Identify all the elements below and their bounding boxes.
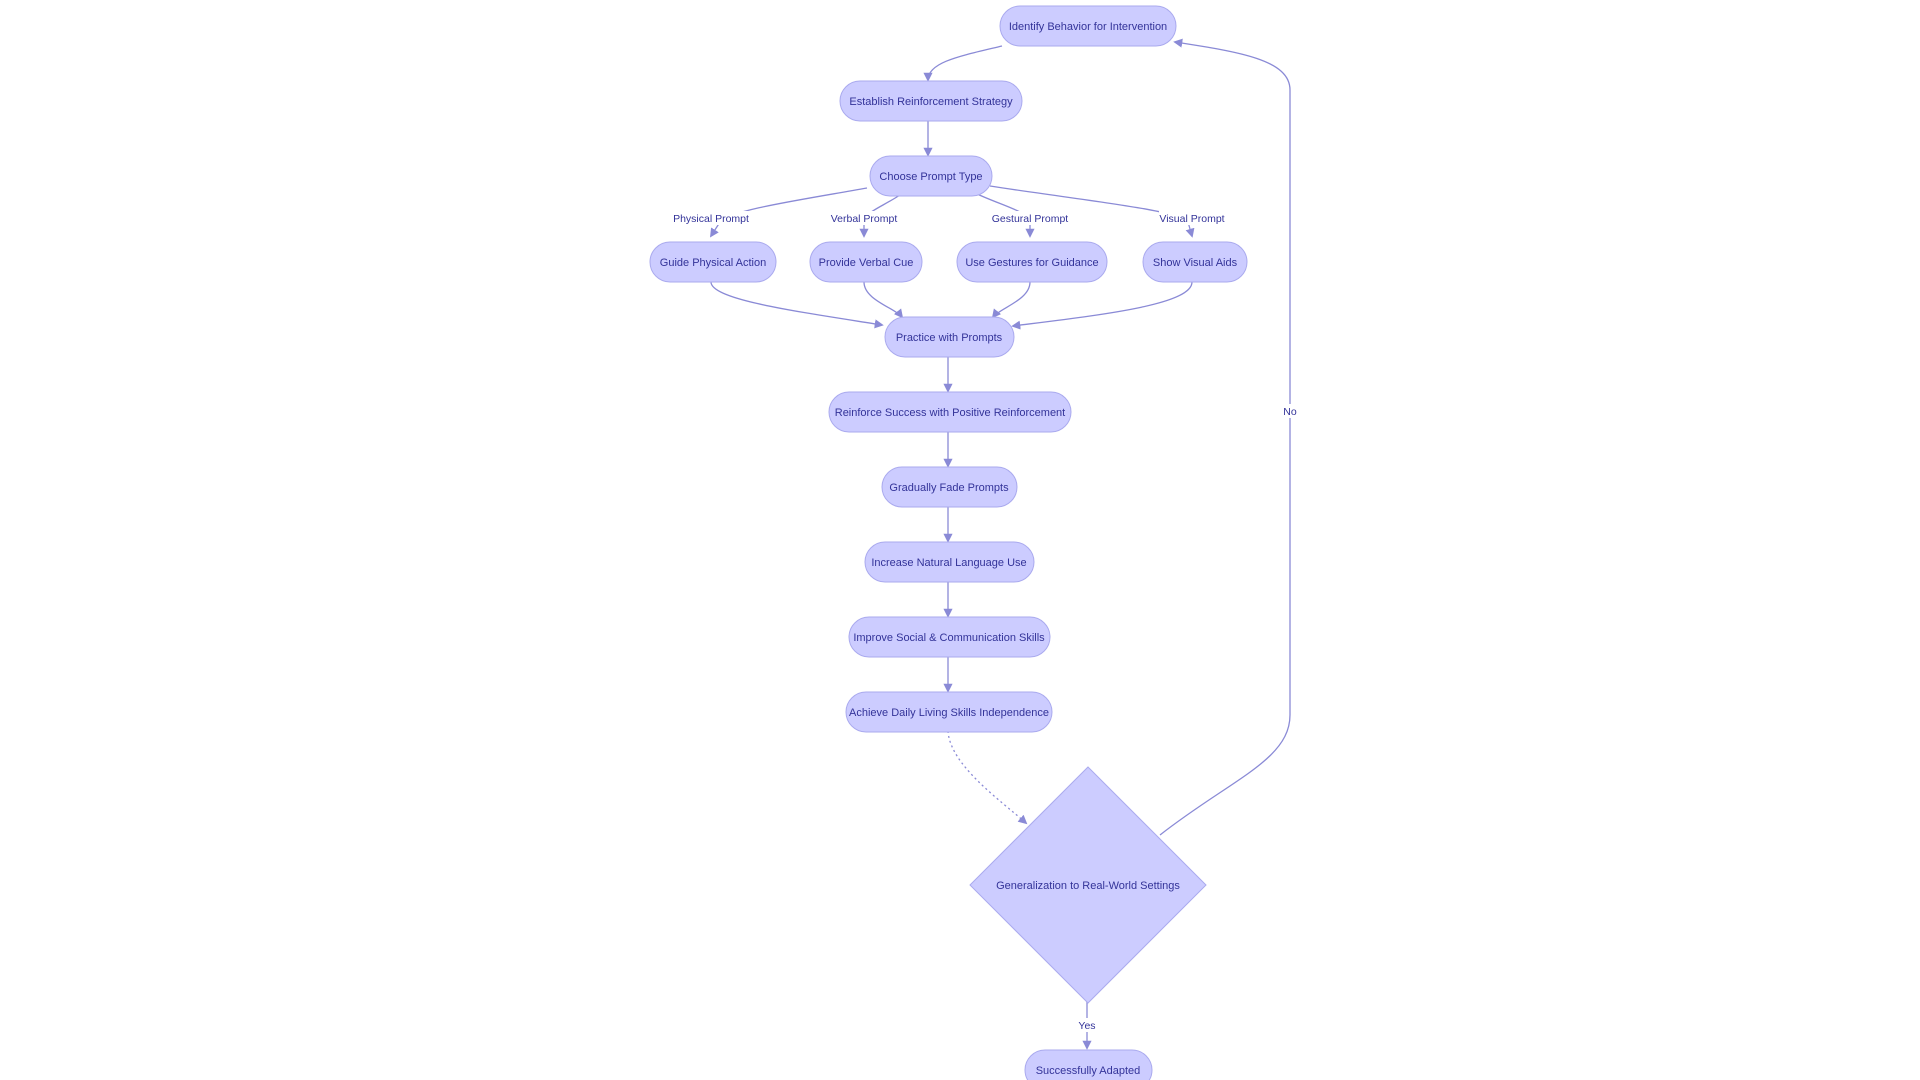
- node-reinforce[interactable]: Reinforce Success with Positive Reinforc…: [828, 391, 1072, 433]
- node-visual-label: Show Visual Aids: [1153, 257, 1238, 269]
- edge-identify-establish: [923, 45, 1003, 82]
- node-establish-label: Establish Reinforcement Strategy: [849, 96, 1013, 108]
- node-fade[interactable]: Gradually Fade Prompts: [881, 466, 1018, 508]
- edge-label-yes: Yes: [1078, 1020, 1095, 1032]
- edge-generalization-identify-no: [1159, 38, 1291, 836]
- node-practice[interactable]: Practice with Prompts: [884, 316, 1015, 358]
- node-physical-label: Guide Physical Action: [660, 257, 766, 269]
- node-gestural-label: Use Gestures for Guidance: [965, 257, 1098, 269]
- node-success-label: Successfully Adapted: [1036, 1065, 1141, 1077]
- edge-visual-practice: [1011, 281, 1193, 330]
- node-verbal-label: Provide Verbal Cue: [819, 257, 914, 269]
- edge-daily-generalization: [947, 730, 1028, 825]
- node-daily[interactable]: Achieve Daily Living Skills Independence: [845, 691, 1053, 733]
- edge-label-gestural-prompt: Gestural Prompt: [992, 213, 1069, 225]
- node-establish[interactable]: Establish Reinforcement Strategy: [839, 80, 1023, 122]
- node-success[interactable]: Successfully Adapted: [1024, 1049, 1153, 1080]
- node-fade-label: Gradually Fade Prompts: [889, 482, 1009, 494]
- node-gestural[interactable]: Use Gestures for Guidance: [956, 241, 1108, 283]
- edge-label-visual-prompt: Visual Prompt: [1159, 213, 1224, 225]
- node-daily-label: Achieve Daily Living Skills Independence: [849, 707, 1049, 719]
- node-identify[interactable]: Identify Behavior for Intervention: [999, 5, 1177, 47]
- node-choose-label: Choose Prompt Type: [879, 171, 982, 183]
- node-reinforce-label: Reinforce Success with Positive Reinforc…: [835, 407, 1065, 419]
- node-verbal[interactable]: Provide Verbal Cue: [809, 241, 923, 283]
- edge-labels: Physical Prompt Verbal Prompt Gestural P…: [673, 211, 1300, 1032]
- edge-label-verbal-prompt: Verbal Prompt: [831, 213, 898, 225]
- node-physical[interactable]: Guide Physical Action: [649, 241, 777, 283]
- decision-generalization-label: Generalization to Real-World Settings: [996, 880, 1180, 892]
- edges: [710, 38, 1291, 1050]
- decision-generalization[interactable]: Generalization to Real-World Settings: [969, 766, 1207, 1004]
- edge-label-physical-prompt: Physical Prompt: [673, 213, 749, 225]
- node-practice-label: Practice with Prompts: [896, 332, 1003, 344]
- node-social-label: Improve Social & Communication Skills: [853, 632, 1045, 644]
- edge-verbal-practice: [863, 281, 904, 319]
- node-choose[interactable]: Choose Prompt Type: [869, 155, 993, 197]
- node-social[interactable]: Improve Social & Communication Skills: [848, 616, 1051, 658]
- edge-gestural-practice: [991, 281, 1031, 319]
- node-identify-label: Identify Behavior for Intervention: [1009, 21, 1167, 33]
- edge-physical-practice: [710, 281, 884, 329]
- node-natural[interactable]: Increase Natural Language Use: [864, 541, 1035, 583]
- edge-label-no: No: [1283, 406, 1297, 418]
- node-natural-label: Increase Natural Language Use: [871, 557, 1026, 569]
- node-visual[interactable]: Show Visual Aids: [1142, 241, 1248, 283]
